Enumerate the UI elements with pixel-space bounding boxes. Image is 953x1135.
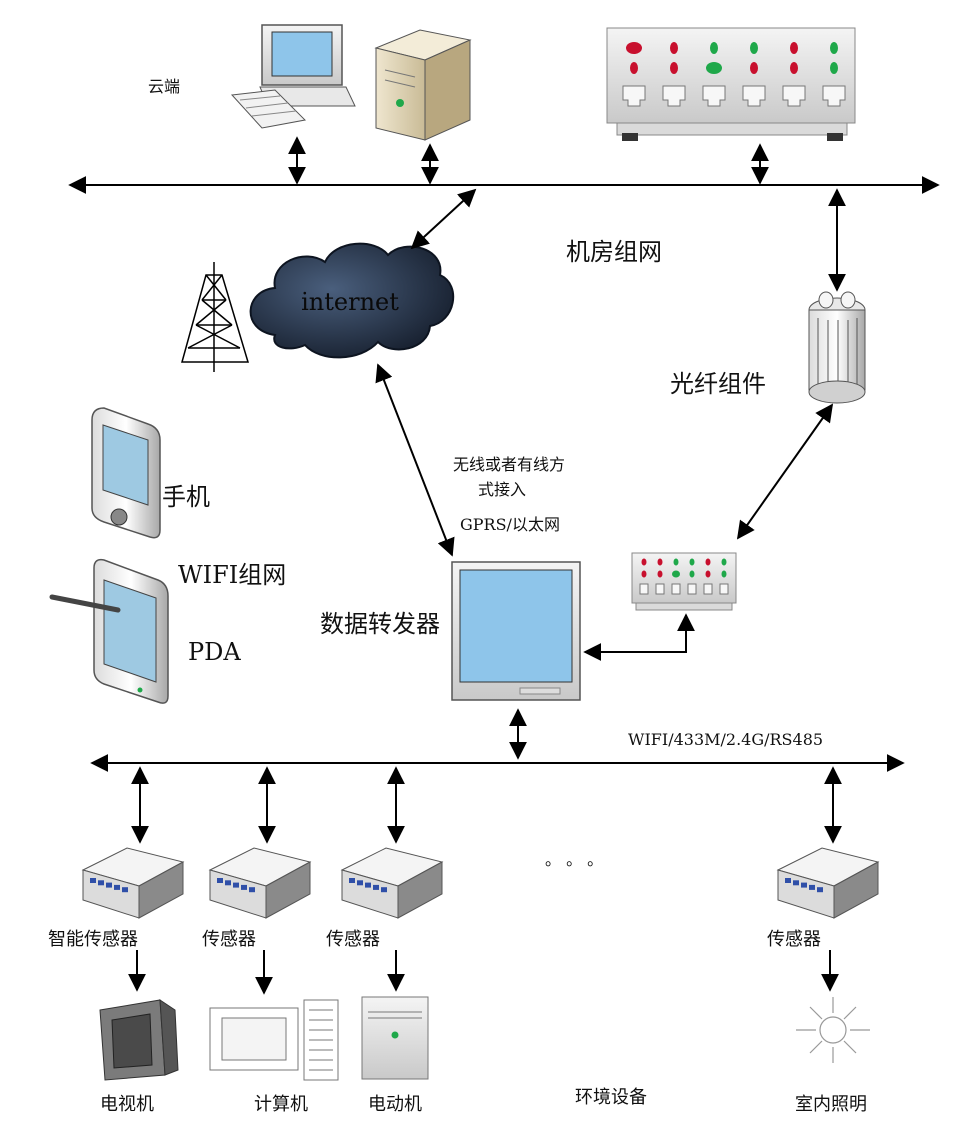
port-icon xyxy=(702,85,726,107)
status-led xyxy=(705,570,711,578)
status-led xyxy=(626,42,642,54)
port-icon xyxy=(622,85,646,107)
status-led xyxy=(750,62,758,74)
port-icon xyxy=(687,583,697,595)
port-icon xyxy=(703,583,713,595)
monitor-icon xyxy=(451,561,581,701)
server-tower-icon xyxy=(374,29,472,141)
port-icon xyxy=(742,85,766,107)
gprs-ethernet-label: GPRS/以太网 xyxy=(460,515,560,534)
computer-icon xyxy=(209,999,339,1081)
motor-label: 电动机 xyxy=(368,1094,422,1115)
status-led xyxy=(721,570,727,578)
status-led xyxy=(790,42,798,54)
radio-tower-icon xyxy=(181,262,250,372)
status-led xyxy=(705,558,711,566)
pda-icon xyxy=(49,558,169,704)
port-icon xyxy=(822,85,846,107)
fiber-label: 光纤组件 xyxy=(670,370,766,398)
light-icon xyxy=(796,997,870,1063)
phone-label: 手机 xyxy=(162,483,210,511)
status-led xyxy=(641,558,647,566)
status-led xyxy=(672,570,680,578)
room-network-label: 机房组网 xyxy=(566,238,662,266)
motor-icon xyxy=(361,996,429,1080)
status-led xyxy=(689,570,695,578)
port-icon xyxy=(662,85,686,107)
tv-label: 电视机 xyxy=(100,1094,154,1115)
fiber-canister-icon xyxy=(808,291,866,404)
sensor-label-3: 传感器 xyxy=(326,929,380,950)
computer-label: 计算机 xyxy=(254,1094,308,1115)
port-icon xyxy=(719,583,729,595)
status-led xyxy=(670,62,678,74)
internet-label: internet xyxy=(301,288,399,316)
status-led xyxy=(670,42,678,54)
port-icon xyxy=(655,583,665,595)
cloud-icon: internet xyxy=(249,242,455,359)
port-icon xyxy=(671,583,681,595)
sensor-label-2: 传感器 xyxy=(202,929,256,950)
small-switch-icon xyxy=(631,552,737,611)
status-led xyxy=(657,570,663,578)
status-led xyxy=(790,62,798,74)
smartphone-icon xyxy=(91,407,161,539)
wifi-network-label: WIFI组网 xyxy=(178,561,286,589)
router-icon xyxy=(208,847,312,919)
router-icon xyxy=(81,847,185,919)
status-led xyxy=(750,42,758,54)
desktop-computer-icon xyxy=(230,24,356,129)
status-led xyxy=(710,42,718,54)
status-led xyxy=(706,62,722,74)
bus-protocols-label: WIFI/433M/2.4G/RS485 xyxy=(628,730,823,749)
sensor-label-5: 传感器 xyxy=(767,929,821,950)
data-forwarder-label: 数据转发器 xyxy=(320,610,440,638)
network-switch-icon xyxy=(606,27,856,141)
router-icon xyxy=(776,847,880,919)
access-mode-line2: 式接入 xyxy=(478,480,526,499)
ellipsis-label: 。 。 。 xyxy=(545,850,603,869)
smart-sensor-label: 智能传感器 xyxy=(48,929,138,950)
port-icon xyxy=(639,583,649,595)
port-icon xyxy=(782,85,806,107)
env-device-label: 环境设备 xyxy=(575,1087,647,1108)
status-led xyxy=(689,558,695,566)
tv-icon xyxy=(99,999,179,1081)
router-icon xyxy=(340,847,444,919)
status-led xyxy=(657,558,663,566)
status-led xyxy=(830,62,838,74)
cloud-label: 云端 xyxy=(148,77,180,96)
status-led xyxy=(630,62,638,74)
status-led xyxy=(641,570,647,578)
pda-label: PDA xyxy=(188,638,241,666)
status-led xyxy=(830,42,838,54)
status-led xyxy=(673,558,679,566)
status-led xyxy=(721,558,727,566)
lighting-label: 室内照明 xyxy=(795,1094,867,1115)
access-mode-line1: 无线或者有线方 xyxy=(453,455,565,474)
